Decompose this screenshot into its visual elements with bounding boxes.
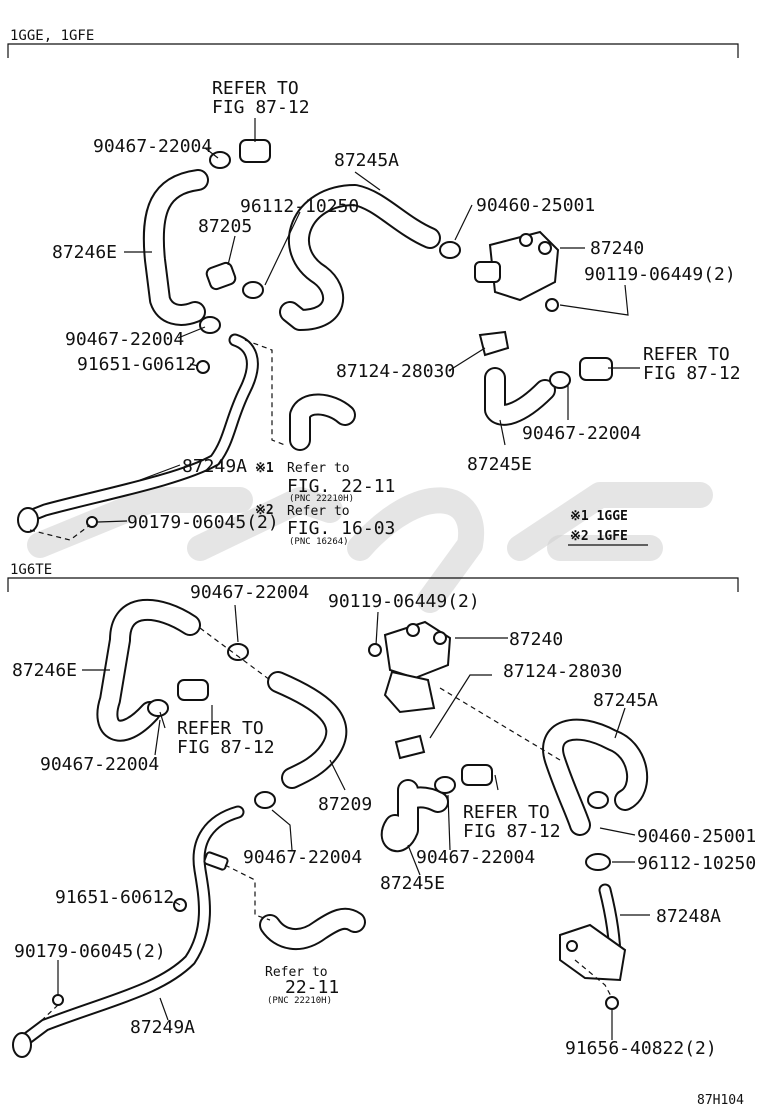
valve-87240-bottom [383, 620, 452, 714]
note-bottom-fig: 22-11 [285, 977, 339, 998]
label-96112-10250-top: 96112-10250 [240, 196, 359, 217]
pipe-fitting-top-a [239, 139, 271, 163]
note1-mark: ※1 [255, 461, 274, 476]
note1-refer: Refer to [287, 461, 350, 476]
section-frame-top [7, 43, 739, 58]
fittings-bottom [177, 679, 493, 871]
hose-refer-fig22-top [289, 393, 356, 451]
label-91651-60612-bottom: 91651-60612 [55, 887, 174, 908]
note1-fig: FIG. 22-11 [287, 476, 395, 497]
label-refer-to-top-a1: REFER TO [212, 78, 299, 99]
note2-refer: Refer to [287, 504, 350, 519]
label-87245e-top: 87245E [467, 454, 532, 475]
flange-bottom [12, 1032, 32, 1058]
label-90119-06449-bottom: 90119-06449(2) [328, 591, 480, 612]
label-87245e-bottom: 87245E [380, 873, 445, 894]
leader-lines-bottom [39, 604, 650, 1040]
label-refer-to-bottom-b2: FIG 87-12 [463, 821, 561, 842]
label-90179-06045-top: 90179-06045(2) [127, 512, 279, 533]
label-87248a-bottom: 87248A [656, 906, 721, 927]
label-96112-10250-bottom: 96112-10250 [637, 853, 756, 874]
fitting-87205-top [205, 261, 237, 291]
leader-lines-top [29, 118, 648, 546]
section-frame-bottom [7, 577, 739, 592]
label-87249a-bottom: 87249A [130, 1017, 195, 1038]
label-91656-40822-bottom: 91656-40822(2) [565, 1038, 717, 1059]
label-87205-top: 87205 [198, 216, 252, 237]
hose-87209-bottom [267, 671, 348, 789]
section-label-top: 1GGE, 1GFE [10, 28, 94, 44]
label-87124-28030-bottom: 87124-28030 [503, 661, 622, 682]
label-87246e-bottom: 87246E [12, 660, 77, 681]
label-87245a-top: 87245A [334, 150, 399, 171]
note2-pnc: (PNC 16264) [289, 537, 349, 547]
note2-mark: ※2 [255, 503, 274, 518]
note1-pnc: (PNC 22210H) [289, 494, 354, 504]
label-90179-06045-bottom: 90179-06045(2) [14, 941, 166, 962]
label-refer-to-bottom-a1: REFER TO [177, 718, 264, 739]
valve-87240-top [474, 230, 560, 302]
label-87240-bottom: 87240 [509, 629, 563, 650]
hose-87245e-top [484, 367, 556, 426]
label-90467-22004-top-a: 90467-22004 [93, 136, 212, 157]
label-90467-22004-bottom-a: 90467-22004 [190, 582, 309, 603]
label-90467-22004-top-c: 90467-22004 [522, 423, 641, 444]
label-87240-top: 87240 [590, 238, 644, 259]
label-90119-06449-top: 90119-06449(2) [584, 264, 736, 285]
label-90467-22004-top-b: 90467-22004 [65, 329, 184, 350]
label-87246e-top: 87246E [52, 242, 117, 263]
label-90460-25001-top: 90460-25001 [476, 195, 595, 216]
hose-87245a-top [279, 184, 441, 331]
note-bottom-pnc: (PNC 22210H) [267, 996, 332, 1006]
note2-fig: FIG. 16-03 [287, 518, 395, 539]
label-refer-to-top-a2: FIG 87-12 [212, 97, 310, 118]
label-refer-to-bottom-b1: REFER TO [463, 802, 550, 823]
legend-1gfe: ※2 1GFE [570, 529, 628, 544]
pipe-87248a-bottom [559, 883, 627, 982]
label-90460-25001-bottom: 90460-25001 [637, 826, 756, 847]
watermark-logo [27, 482, 713, 613]
label-refer-to-top-b2: FIG 87-12 [643, 363, 741, 384]
hose-87245e-bottom [380, 779, 449, 852]
hose-87246e-top [142, 169, 209, 326]
pipe-fitting-top-b [579, 357, 613, 381]
legend-1gge: ※1 1GGE [570, 509, 628, 524]
label-87124-28030-top: 87124-28030 [336, 361, 455, 382]
pipe-87249a-top [18, 333, 259, 525]
section-label-bottom: 1G6TE [10, 562, 52, 578]
label-90467-22004-bottom-b: 90467-22004 [40, 754, 159, 775]
label-87209-bottom: 87209 [318, 794, 372, 815]
label-87245a-bottom: 87245A [593, 690, 658, 711]
note-bottom-refer: Refer to [265, 965, 328, 980]
hose-87246e-bottom [96, 598, 201, 742]
label-refer-to-bottom-a2: FIG 87-12 [177, 737, 275, 758]
label-refer-to-top-b1: REFER TO [643, 344, 730, 365]
bracket-87124-bottom [394, 734, 426, 760]
pipe-87249a-bottom [18, 805, 245, 1047]
diagram-code: 87H104 [697, 1093, 744, 1108]
label-91651-g0612-top: 91651-G0612 [77, 354, 196, 375]
label-87249a-top: 87249A [182, 456, 247, 477]
label-90467-22004-bottom-d: 90467-22004 [243, 847, 362, 868]
hose-refer-fig22-bottom [259, 907, 366, 950]
bracket-87124-top [478, 330, 510, 357]
label-90467-22004-bottom-c: 90467-22004 [416, 847, 535, 868]
hose-87245a-bottom [542, 718, 649, 836]
clamps-top [86, 151, 571, 528]
flange-top [17, 507, 39, 533]
